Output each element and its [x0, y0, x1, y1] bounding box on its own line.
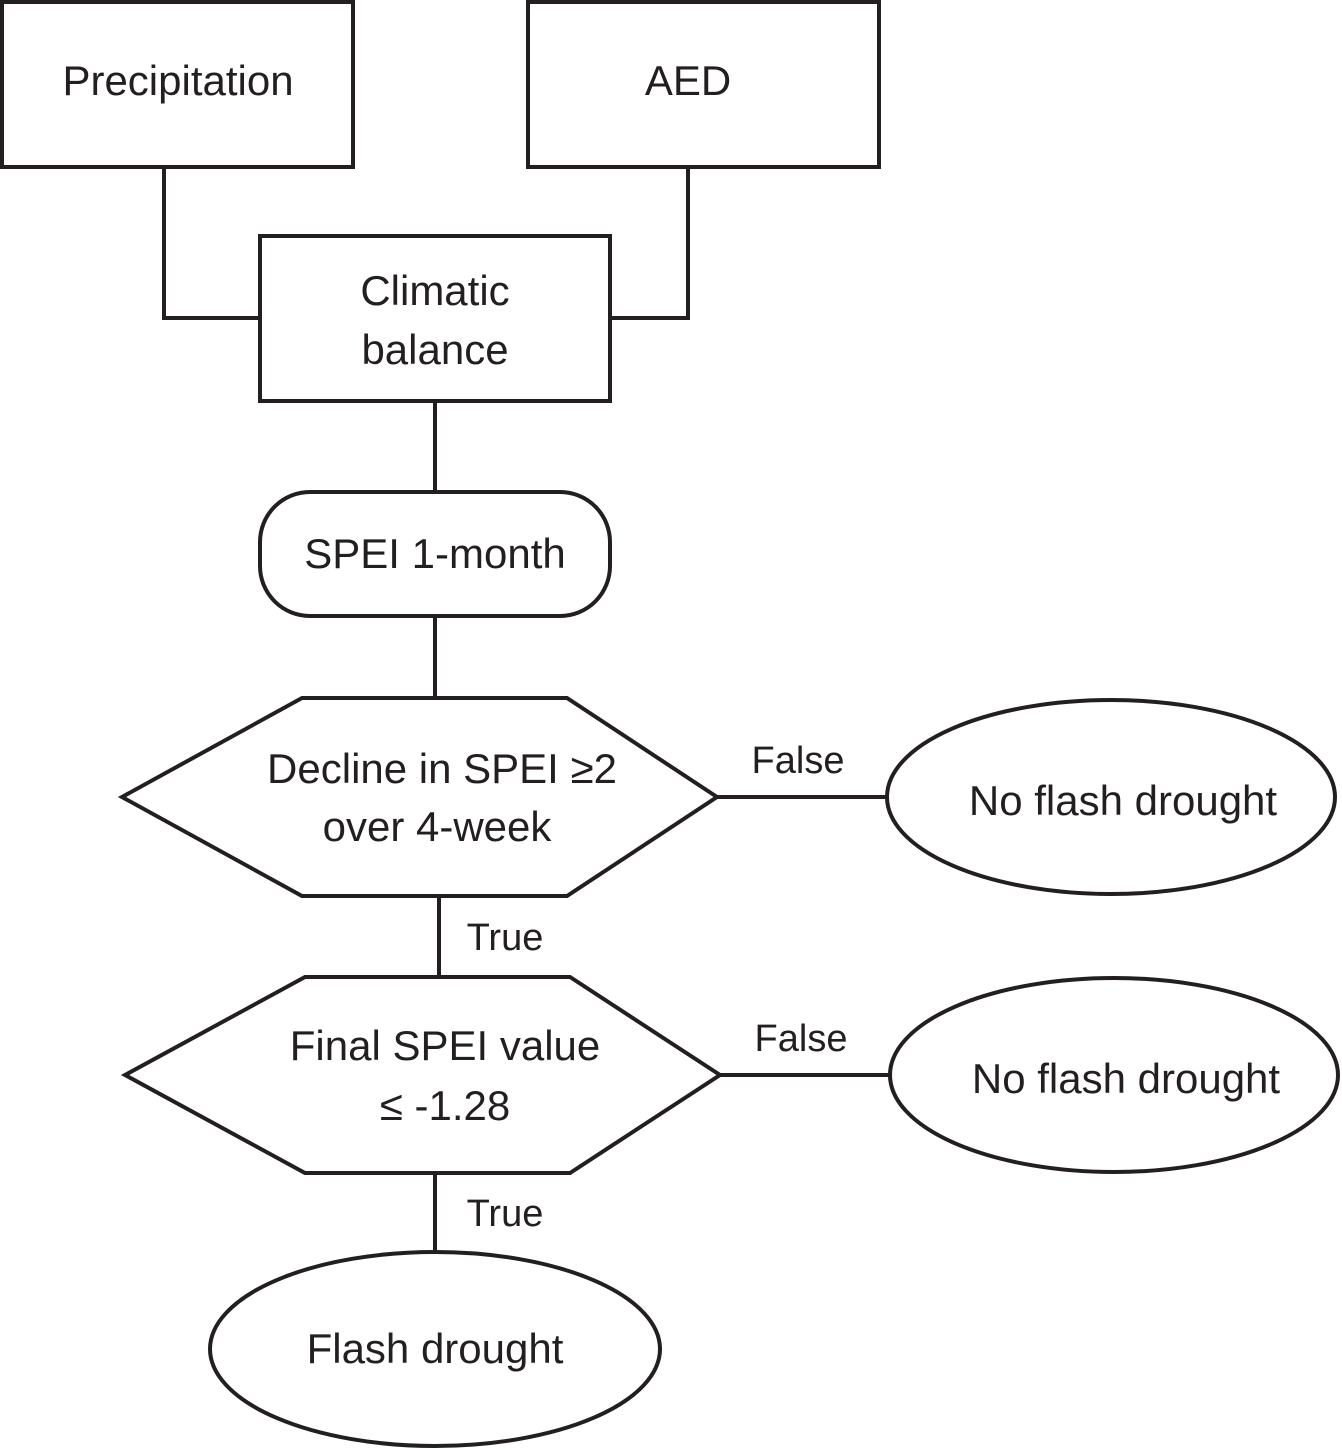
- node-decision-decline: Decline in SPEI ≥2 over 4-week: [117, 696, 721, 898]
- node-decision-final: Final SPEI value ≤ -1.28: [120, 975, 724, 1175]
- connector-precipitation-to-balance: [162, 167, 260, 320]
- node-no-flash-drought-1: No flash drought: [885, 698, 1337, 896]
- edge-label-decline-false: False: [752, 740, 845, 782]
- no-flash-drought-1-label: No flash drought: [969, 777, 1278, 824]
- node-spei-1month: SPEI 1-month: [258, 490, 612, 618]
- decision-final-line-1: Final SPEI value: [290, 1022, 601, 1069]
- node-climatic-balance: Climatic balance: [258, 234, 612, 403]
- node-flash-drought: Flash drought: [208, 1250, 662, 1448]
- aed-label: AED: [645, 57, 731, 104]
- node-no-flash-drought-2: No flash drought: [888, 976, 1340, 1174]
- node-aed: AED: [526, 0, 881, 169]
- no-flash-drought-2-label: No flash drought: [972, 1055, 1281, 1102]
- climatic-balance-line-2: balance: [361, 326, 508, 373]
- edge-label-decline-true: True: [467, 917, 544, 959]
- edge-label-final-true: True: [467, 1193, 544, 1235]
- climatic-balance-line-1: Climatic: [360, 267, 509, 314]
- flash-drought-label: Flash drought: [307, 1325, 564, 1372]
- node-precipitation: Precipitation: [0, 0, 355, 169]
- decision-decline-line-1: Decline in SPEI ≥2: [267, 745, 617, 792]
- spei-1month-label: SPEI 1-month: [304, 530, 565, 577]
- precipitation-label: Precipitation: [62, 57, 293, 104]
- decision-final-line-2: ≤ -1.28: [380, 1082, 510, 1129]
- connector-aed-to-balance: [610, 167, 690, 320]
- decision-decline-line-2: over 4-week: [323, 803, 553, 850]
- edge-label-final-false: False: [755, 1018, 848, 1060]
